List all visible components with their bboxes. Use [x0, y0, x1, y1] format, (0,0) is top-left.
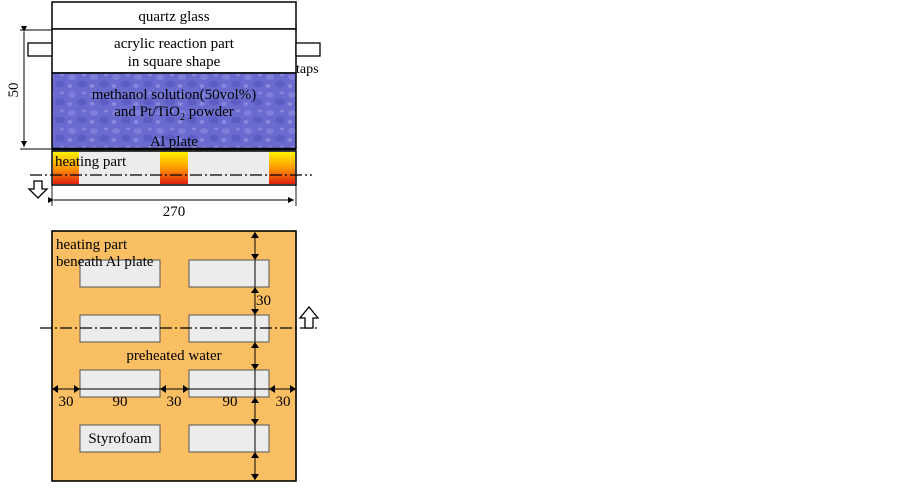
acrylic-reaction-part [51, 28, 297, 74]
cell-r4-c1 [79, 424, 161, 453]
taps-label: taps [296, 62, 319, 77]
heater-element-3 [269, 152, 295, 184]
heating-part-beneath-label-1: heating part [56, 237, 128, 253]
cell-r1-c2 [188, 259, 270, 288]
dim-30-right-label: 30 [276, 394, 291, 410]
preheated-water-label: preheated water [126, 348, 221, 364]
tap-left [27, 42, 53, 57]
cell-r3-c1 [79, 369, 161, 398]
dim-30-vertical-label: 30 [256, 293, 271, 309]
section-arrow-down-icon [27, 180, 49, 199]
dim-270-label: 270 [163, 204, 186, 220]
dim-90-left-label: 90 [113, 394, 128, 410]
dim-horizontal-ticks [52, 385, 296, 393]
methanol-solution [51, 72, 297, 150]
dim-30-left-label: 30 [59, 394, 74, 410]
dim-90-right-label: 90 [223, 394, 238, 410]
cell-r1-c1 [79, 259, 161, 288]
acrylic-label-line2: in square shape [128, 54, 221, 70]
heating-part-label: heating part [55, 154, 127, 170]
acrylic-label-line1: acrylic reaction part [114, 36, 235, 52]
methanol-label-line1: methanol solution(50vol%) [92, 87, 257, 103]
styrofoam-label: Styrofoam [88, 431, 152, 447]
methanol-label-line2: and Pt/TiO2 powder [114, 104, 233, 123]
section-arrow-up-icon [298, 305, 320, 329]
al-plate-label: Al plate [150, 134, 198, 150]
dim-50-label: 50 [6, 83, 22, 98]
heater-element-2 [160, 152, 188, 184]
tap-right [295, 42, 321, 57]
heater-element-1 [53, 152, 79, 184]
quartz-glass-label: quartz glass [138, 9, 209, 25]
cell-r3-c2 [188, 369, 270, 398]
cell-r4-c2 [188, 424, 270, 453]
heating-part-beneath-label-2: beneath Al plate [56, 254, 154, 270]
dim-30-mid-label: 30 [167, 394, 182, 410]
dim-vertical-ticks [251, 232, 259, 480]
quartz-glass-layer [51, 1, 297, 30]
